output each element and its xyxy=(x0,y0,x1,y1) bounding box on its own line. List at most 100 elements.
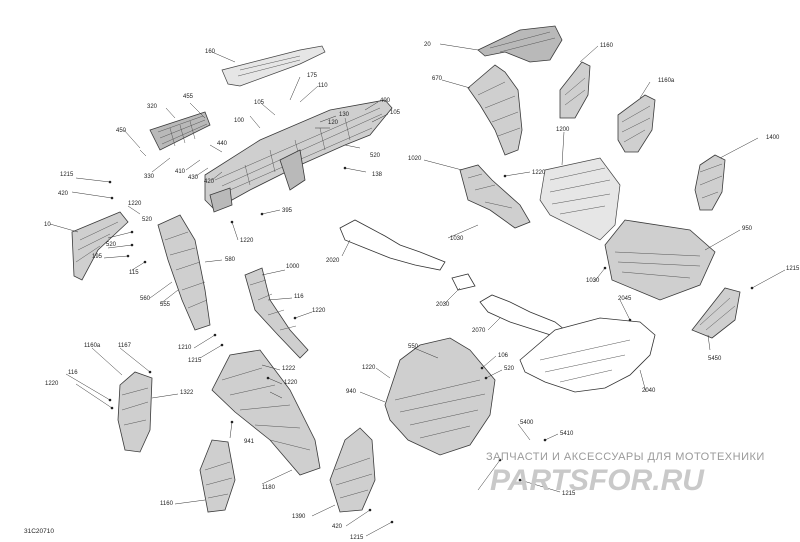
callout-label: 555 xyxy=(160,302,171,308)
callout-label: 1222 xyxy=(282,366,296,372)
callout-label: 1200 xyxy=(556,127,570,133)
callout-label: 320 xyxy=(147,104,158,110)
part-1200-floor-frame xyxy=(539,157,621,241)
callout-label: 670 xyxy=(432,76,443,82)
callout-label: 560 xyxy=(140,296,151,302)
callout-label: 1030 xyxy=(586,278,600,284)
callout-label: 2040 xyxy=(642,388,656,394)
callout-label: 420 xyxy=(58,191,69,197)
callout-label: 430 xyxy=(188,175,199,181)
callout-label: 410 xyxy=(175,169,186,175)
callout-label: 520 xyxy=(504,366,515,372)
callout-label: 5450 xyxy=(708,356,722,362)
callout-label: 175 xyxy=(307,73,318,79)
callout-label: 941 xyxy=(244,439,255,445)
part-450-pin xyxy=(139,149,147,157)
part-5450-bracket xyxy=(691,287,741,339)
watermark-logo: PARTSFOR.RU xyxy=(490,464,705,497)
callout-label: 138 xyxy=(372,172,383,178)
callout-label: 100 xyxy=(234,118,245,124)
callout-label: 455 xyxy=(183,94,194,100)
callout-label: 116 xyxy=(294,294,304,300)
watermark: ЗАПЧАСТИ И АКСЕССУАРЫ ДЛЯ МОТОТЕХНИКИ PA… xyxy=(486,451,765,497)
fastener-dots xyxy=(108,166,754,524)
part-2030-plate xyxy=(451,273,476,291)
part-2040-floor-plate xyxy=(519,317,656,393)
part-940-floor-console xyxy=(384,337,496,456)
callout-label: 1030 xyxy=(450,236,464,242)
callout-label: 520 xyxy=(370,153,381,159)
part-1000-center-bracket xyxy=(244,267,309,359)
callout-label: 1215 xyxy=(350,535,364,541)
callout-label: 1215 xyxy=(188,358,202,364)
part-1390-lower-center-panel xyxy=(329,427,376,513)
callout-label: 580 xyxy=(225,257,236,263)
callout-label: 1215 xyxy=(786,266,800,272)
callout-label: 105 xyxy=(390,110,401,116)
callout-labels: 160 175 110 130 120 400 105 520 455 320 … xyxy=(44,42,800,541)
part-1180-lower-structure xyxy=(211,349,321,476)
part-1160-lower-left-panel xyxy=(199,439,236,513)
callout-label: 2030 xyxy=(436,302,450,308)
callout-label: 120 xyxy=(328,120,339,126)
callout-label: 1180 xyxy=(262,485,276,491)
callout-label: 420 xyxy=(332,524,343,530)
callout-label: 1220 xyxy=(362,365,376,371)
callout-label: 1322 xyxy=(180,390,194,396)
callout-label: 1220 xyxy=(45,381,59,387)
callout-label: 520 xyxy=(142,217,153,223)
callout-label: 110 xyxy=(318,83,328,89)
callout-label: 450 xyxy=(116,128,127,134)
callout-label: 1215 xyxy=(562,491,576,497)
part-1160-side-panel-upper xyxy=(559,61,591,119)
callout-label: 1220 xyxy=(312,308,326,314)
callout-label: 115 xyxy=(129,270,139,276)
leader-lines xyxy=(49,43,786,537)
callout-label: 10 xyxy=(44,222,51,228)
part-10-left-panel xyxy=(71,211,129,281)
callout-label: 1215 xyxy=(60,172,74,178)
callout-label: 1000 xyxy=(286,264,300,270)
callout-label: 5410 xyxy=(560,431,574,437)
callout-label: 1160 xyxy=(600,43,614,49)
callout-label: 1390 xyxy=(292,514,306,520)
part-20-visor xyxy=(477,25,563,63)
callout-label: 440 xyxy=(217,141,228,147)
callout-label: 395 xyxy=(282,208,293,214)
callout-label: 1400 xyxy=(766,135,780,141)
callout-label: 2045 xyxy=(618,296,632,302)
callout-label: 1167 xyxy=(118,343,132,349)
part-320-mesh-grille xyxy=(149,111,211,151)
callout-label: 106 xyxy=(498,353,509,359)
callout-label: 520 xyxy=(106,242,117,248)
part-1160a-side-panel xyxy=(617,94,656,153)
part-1400-rear-panel xyxy=(694,154,726,211)
part-1020-console-lower xyxy=(459,164,531,229)
diagram-code: 31C20710 xyxy=(24,528,54,535)
callout-label: 2070 xyxy=(472,328,486,334)
part-2070-gasket xyxy=(479,294,566,339)
callout-label: 130 xyxy=(339,112,350,118)
callout-label: 940 xyxy=(346,389,357,395)
callout-label: 1220 xyxy=(532,170,546,176)
callout-label: 20 xyxy=(424,42,431,48)
part-670-console-upper xyxy=(467,64,523,156)
callout-label: 330 xyxy=(144,174,155,180)
callout-label: 2020 xyxy=(326,258,340,264)
watermark-caption: ЗАПЧАСТИ И АКСЕССУАРЫ ДЛЯ МОТОТЕХНИКИ xyxy=(486,451,765,463)
part-2020-gasket xyxy=(339,219,446,271)
callout-label: 1160a xyxy=(84,343,101,349)
part-160-top-cover xyxy=(221,45,326,87)
callout-label: 400 xyxy=(380,98,391,104)
callout-label: 1220 xyxy=(284,380,298,386)
callout-label: 5400 xyxy=(520,420,534,426)
callout-label: 105 xyxy=(254,100,265,106)
part-100-dashboard-frame xyxy=(204,99,393,213)
callout-label: 1210 xyxy=(178,345,192,351)
part-1160a-lower-left-panel xyxy=(117,371,153,453)
part-950-right-tray xyxy=(604,219,716,301)
callout-label: 116 xyxy=(68,370,78,376)
callout-label: 1220 xyxy=(128,201,142,207)
callout-label: 550 xyxy=(408,344,419,350)
